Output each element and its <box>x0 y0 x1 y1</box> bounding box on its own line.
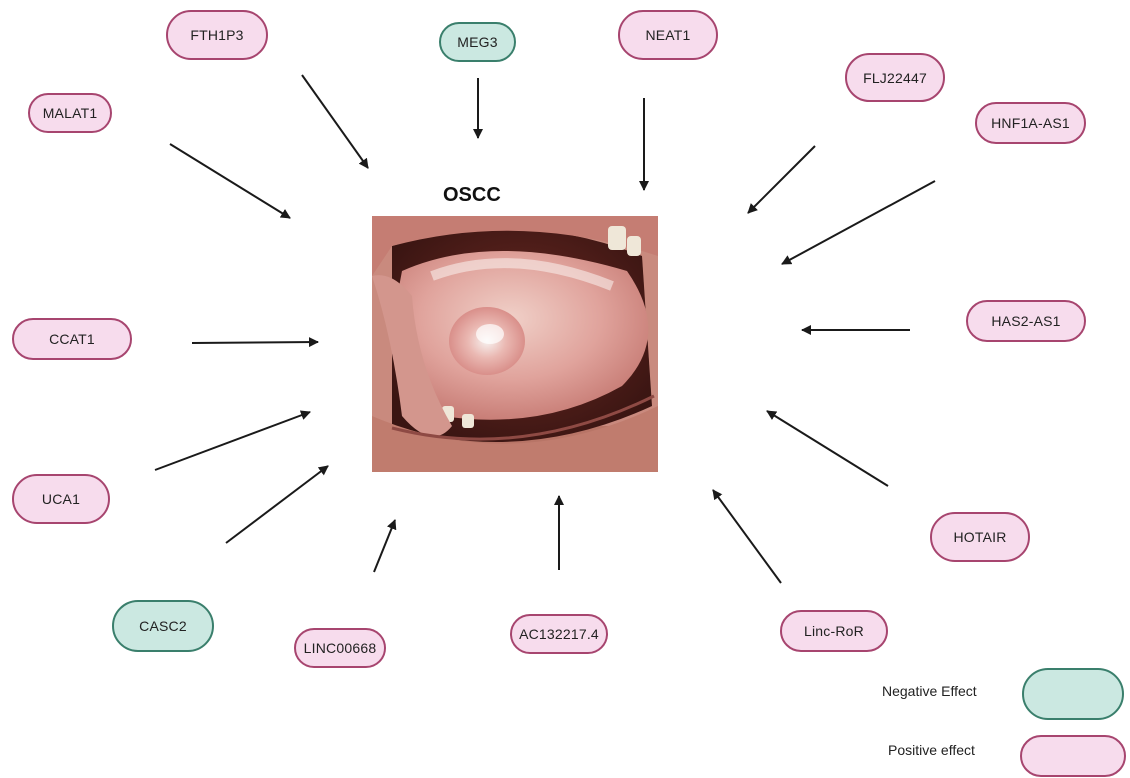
arrow-ccat1 <box>192 342 318 343</box>
oscc-photo <box>372 216 658 472</box>
arrow-linc-ror <box>713 490 781 583</box>
node-uca1: UCA1 <box>12 474 110 524</box>
node-fth1p3: FTH1P3 <box>166 10 268 60</box>
node-hnf1a-as1: HNF1A-AS1 <box>975 102 1086 144</box>
node-malat1: MALAT1 <box>28 93 112 133</box>
arrow-malat1 <box>170 144 290 218</box>
legend-positive-swatch <box>1020 735 1126 777</box>
arrow-fth1p3 <box>302 75 368 168</box>
node-meg3: MEG3 <box>439 22 516 62</box>
node-ccat1: CCAT1 <box>12 318 132 360</box>
node-linc00668: LINC00668 <box>294 628 386 668</box>
node-flj22447: FLJ22447 <box>845 53 945 102</box>
legend-negative-label: Negative Effect <box>882 683 977 699</box>
arrow-uca1 <box>155 412 310 470</box>
legend-negative-swatch <box>1022 668 1124 720</box>
arrow-casc2 <box>226 466 328 543</box>
node-linc-ror: Linc-RoR <box>780 610 888 652</box>
node-neat1: NEAT1 <box>618 10 718 60</box>
arrow-flj22447 <box>748 146 815 213</box>
node-casc2: CASC2 <box>112 600 214 652</box>
node-hotair: HOTAIR <box>930 512 1030 562</box>
node-has2-as1: HAS2-AS1 <box>966 300 1086 342</box>
arrow-linc00668 <box>374 520 395 572</box>
arrow-hotair <box>767 411 888 486</box>
node-ac132217-4: AC132217.4 <box>510 614 608 654</box>
arrow-hnf1a-as1 <box>782 181 935 264</box>
legend-positive-label: Positive effect <box>888 742 975 758</box>
diagram-title: OSCC <box>443 184 501 207</box>
